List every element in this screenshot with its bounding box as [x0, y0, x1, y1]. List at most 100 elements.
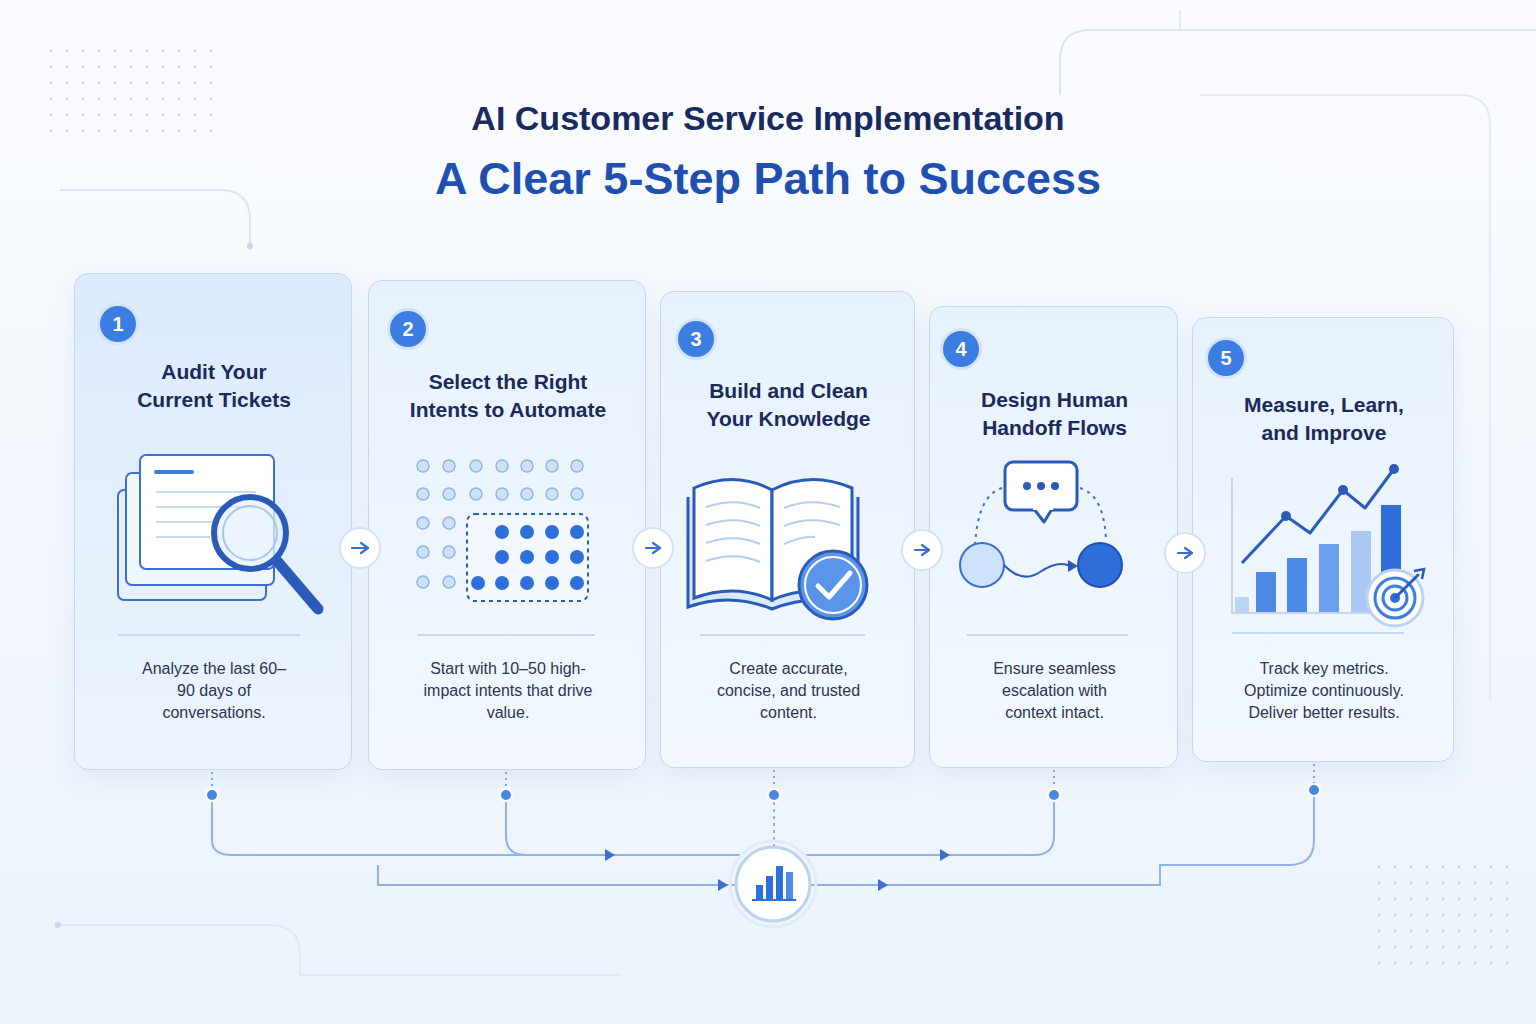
- intent-dot: [546, 460, 558, 472]
- chat-dot: [1051, 482, 1059, 490]
- intent-dot: [546, 488, 558, 500]
- handoff-arc: [1080, 488, 1106, 540]
- book-lines: [784, 502, 840, 544]
- intent-dot: [443, 576, 455, 588]
- step-number-badge: 2: [390, 311, 426, 347]
- hub-bar: [786, 872, 793, 899]
- intent-dot: [417, 460, 429, 472]
- chat-bubble: [1005, 462, 1077, 510]
- junction-dot: [1308, 784, 1320, 796]
- ticket-line: [156, 491, 256, 493]
- human-circle: [1078, 543, 1122, 587]
- target-ring: [1367, 570, 1423, 626]
- intent-dot: [571, 460, 583, 472]
- step-card: Design Human Handoff FlowsEnsure seamles…: [929, 306, 1178, 768]
- step-number-badge: 3: [678, 321, 714, 357]
- step-heading: Measure, Learn, and Improve: [1234, 391, 1414, 447]
- flow-arrow: [646, 547, 660, 549]
- hub-bar: [776, 866, 783, 899]
- dot-grid: [40, 45, 220, 135]
- step-heading: Build and Clean Your Knowledge: [694, 377, 884, 433]
- flow-arrow: [352, 547, 368, 549]
- selected-dot: [570, 550, 584, 564]
- card-divider: [967, 634, 1128, 636]
- callout-number: 5: [1220, 347, 1231, 370]
- hub-bar: [756, 885, 763, 899]
- intent-dot: [417, 576, 429, 588]
- book-page: [694, 479, 772, 600]
- selected-intents: [471, 525, 584, 590]
- dot-grid: [1370, 860, 1510, 970]
- selected-dot: [570, 525, 584, 539]
- handoff-arc: [975, 488, 1002, 545]
- card-divider: [1232, 632, 1404, 634]
- chat-tail: [1034, 509, 1052, 522]
- arrow-badge: [1165, 533, 1205, 573]
- step-description: Create accurate, concise, and trusted co…: [708, 658, 870, 724]
- trend-dot: [1338, 485, 1348, 495]
- handoff-line: [1004, 564, 1070, 577]
- circuit-line: [55, 925, 620, 975]
- step-description: Analyze the last 60–90 days of conversat…: [139, 658, 289, 724]
- step-description: Ensure seamless escalation with context …: [980, 658, 1130, 724]
- hub-bar: [766, 876, 773, 899]
- step-number-badge: 5: [1208, 340, 1244, 376]
- circuit-dot: [247, 243, 253, 249]
- arrow-badge: [902, 530, 942, 570]
- intent-dot: [443, 546, 455, 558]
- feedback-line: [806, 795, 1054, 855]
- intent-dot: [496, 488, 508, 500]
- flow-arrowhead: [878, 879, 888, 891]
- intent-dot: [417, 517, 429, 529]
- flow-arrowhead: [940, 849, 950, 861]
- ticket-line: [156, 470, 192, 474]
- selected-dot: [471, 576, 485, 590]
- feedback-line: [809, 790, 1314, 885]
- callout-number: 2: [402, 318, 413, 341]
- feedback-line: [773, 795, 775, 847]
- trend-dot: [1389, 464, 1399, 474]
- check-ring: [805, 557, 861, 613]
- intent-dot: [470, 460, 482, 472]
- step-heading: Audit Your Current Tickets: [127, 358, 302, 414]
- selected-dot: [520, 550, 534, 564]
- card-divider: [118, 634, 300, 636]
- intent-dot: [521, 488, 533, 500]
- flow-arrow: [1178, 552, 1192, 554]
- intent-dot: [496, 460, 508, 472]
- selected-dot: [520, 576, 534, 590]
- hub-axis: [752, 899, 796, 901]
- selected-dot: [495, 550, 509, 564]
- subtitle: A Clear 5-Step Path to Success: [0, 153, 1536, 205]
- selected-dot: [570, 576, 584, 590]
- junction-dot: [768, 789, 780, 801]
- chart-bar: [1235, 597, 1249, 612]
- circuit-dot: [55, 922, 61, 928]
- feedback-line: [506, 795, 526, 855]
- handoff-head: [1068, 560, 1078, 572]
- target-dart: [1396, 575, 1418, 597]
- selected-dot: [545, 550, 559, 564]
- junction-dot: [1048, 789, 1060, 801]
- book-lines: [706, 502, 760, 562]
- chat-dot: [1037, 482, 1045, 490]
- intent-dot: [470, 488, 482, 500]
- diagram-title: AI Customer Service Implementation: [0, 99, 1536, 138]
- feedback-line: [378, 865, 737, 885]
- selected-dot: [545, 525, 559, 539]
- junction-dot: [206, 789, 218, 801]
- selected-dot: [495, 525, 509, 539]
- card-divider: [700, 634, 865, 636]
- selection-box: [467, 514, 588, 601]
- chart-bar: [1287, 558, 1307, 612]
- magnifier-handle: [277, 561, 318, 609]
- callout-number: 3: [690, 328, 701, 351]
- intent-dot: [571, 488, 583, 500]
- feedback-line: [212, 795, 740, 855]
- intent-dot: [521, 460, 533, 472]
- chart-bar: [1319, 544, 1339, 612]
- check-mark: [818, 573, 850, 597]
- selected-dot: [545, 576, 559, 590]
- step-number-badge: 4: [943, 331, 979, 367]
